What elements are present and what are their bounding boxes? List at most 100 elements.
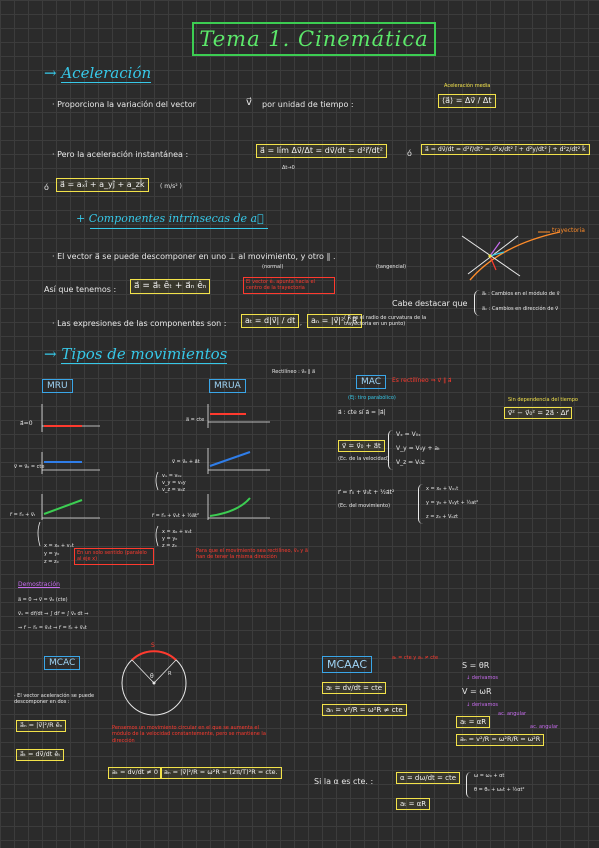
mac-example: (Ej: tiro parabólico) xyxy=(348,395,396,401)
mac-vel-sys-3: V_z = V₀z xyxy=(396,459,425,466)
mac-red-note: Es rectilíneo ⇒ v⃗ ∥ a⃗ xyxy=(392,377,452,384)
mcac-formula-2: aₙ = |v⃗|²/R = ω²R = (2π/T)²R = cte. xyxy=(160,767,282,779)
mrua-sys1-1: vₓ = v₀ₓ xyxy=(162,473,182,479)
note-rectilineo: Rectilíneo : v⃗₀ ∥ a⃗ xyxy=(272,369,316,375)
brace-mac-vel xyxy=(388,430,394,470)
mrua-red-note: Para que el movimiento sea rectilíneo, v… xyxy=(196,548,308,561)
mac-mov-sys-1: x = x₀ + V₀ₓt xyxy=(426,486,459,492)
mru-red-note: En un solo sentido (paralelo al eje x) xyxy=(74,548,154,565)
heading-intrinsecas: + Componentes intrínsecas de a⃗ xyxy=(76,212,264,225)
mac-mov-note: (Ec. del movimiento) xyxy=(338,503,391,509)
s-eq: S = θR xyxy=(462,661,490,670)
mrua-a: a⃗ = cte xyxy=(186,417,205,423)
alpha-note: ac. angular xyxy=(498,711,527,717)
mcaac-at-eq: aₜ = αR xyxy=(456,716,491,729)
label-trayectoria: trayectoria xyxy=(552,227,585,234)
mru-sys-1: x = x₀ + vₓt xyxy=(44,543,74,549)
circle-r: R xyxy=(168,671,172,677)
label-mac: MAC xyxy=(356,375,387,389)
mac-mov-sys-2: y = y₀ + V₀yt + ½at² xyxy=(426,500,479,506)
demo-line-2: v⃗ₓ = dr⃗/dt ⇒ ∫ dr⃗ = ∫ v⃗₀ dt ⇒ xyxy=(18,611,89,617)
demo-line-1: a⃗ = 0 ⇒ v⃗ = v⃗₀ (cte) xyxy=(18,597,68,603)
mcac-red-note: Pensemos un movimiento circular en el qu… xyxy=(112,725,266,744)
underline-intrinsecas xyxy=(90,228,268,229)
mcac-an: a⃗ₙ = |v⃗|²/R êₙ xyxy=(16,720,67,732)
label-aceleracion-media: Aceleración media xyxy=(444,83,491,89)
label-demostracion: Demostración xyxy=(18,581,60,588)
page-title: Tema 1. Cinemática xyxy=(192,22,436,56)
bullet-descomponer: · El vector a⃗ se puede descomponer en u… xyxy=(52,252,336,261)
at-alpha-box: aₜ = αR xyxy=(396,798,431,811)
bullet-proporciona: · Proporciona la variación del vector xyxy=(52,100,196,109)
label-tangencial: (tangencial) xyxy=(376,264,407,270)
mcaac-an-box: aₙ = v²/R = ω²R ≠ cte xyxy=(322,704,407,717)
mac-vel-formula: v⃗ = v⃗₀ + a⃗t xyxy=(338,440,385,453)
note-radio: ( R es el radio de curvatura de la traye… xyxy=(344,315,427,327)
mru-sys-3: z = z₀ xyxy=(44,559,59,565)
mcaac-at-box: aₜ = dv/dt = cte xyxy=(322,682,387,695)
mrua-sys2-3: z = z₀ xyxy=(162,543,177,549)
formula-intrinsecas: a⃗ = a⃗ₜ êₜ + a⃗ₙ êₙ xyxy=(130,279,211,294)
lim-subscript: Δt→0 xyxy=(282,165,295,171)
bullet-instantanea: · Pero la aceleración instantánea : xyxy=(52,150,189,159)
at-description: a⃗ₜ : Cambios en el módulo de v⃗ xyxy=(482,291,560,297)
mac-vel-sys-2: V_y = V₀y + aₜ xyxy=(396,445,440,452)
heading-aceleracion: → Aceleración xyxy=(44,64,152,83)
an-description: a⃗ₙ : Cambios en dirección de v⃗ xyxy=(482,306,559,312)
units: ( m/s² ) xyxy=(160,183,182,190)
mrua-sys2-2: y = y₀ xyxy=(162,536,178,542)
label-mcac: MCAC xyxy=(44,656,81,670)
mac-line1: a⃗ : cte sí a⃗ = |a⃗| xyxy=(338,409,386,416)
si-alpha: Si la α es cte. : xyxy=(314,777,374,786)
label-normal: (normal) xyxy=(262,264,284,270)
circle-s: S xyxy=(151,642,155,649)
mcaac-an-eq: aₙ = v²/R = ω²R/R = ω²R xyxy=(456,734,545,746)
bullet-expresiones: · Las expresiones de las componentes son… xyxy=(52,319,227,328)
alpha-box: α = dω/dt = cte xyxy=(396,772,460,785)
brace-cabe xyxy=(474,290,481,316)
mac-vel-sys-1: Vₓ = V₀ₓ xyxy=(396,431,421,438)
cabe-destacar: Cabe destacar que xyxy=(392,299,468,308)
o-separator-1: ó xyxy=(407,149,412,158)
formula-sin-tiempo: v⃗² − v⃗₀² = 2a⃗ · Δr⃗ xyxy=(504,407,573,420)
formula-an: aₙ = |v⃗|² / R xyxy=(307,314,362,328)
label-sin-dependencia: Sin dependencia del tiempo xyxy=(508,397,578,403)
formula-componentes: a⃗ = dv⃗/dt = d²r⃗/dt² = d²x/dt² î + d²y… xyxy=(421,144,590,156)
label-mru: MRU xyxy=(42,379,73,393)
label-mcaac: MCAAC xyxy=(322,656,373,673)
mcac-bullet: · El vector aceleración se puede descomp… xyxy=(14,693,95,705)
mac-mov-formula: r⃗ = r⃗₀ + v⃗₀t + ½a⃗t² xyxy=(338,489,395,496)
mru-v: v⃗ = v⃗₀ = cte xyxy=(14,464,45,470)
mru-a: a⃗=0 xyxy=(20,420,33,427)
brace-mac-mov xyxy=(418,484,424,524)
mac-vel-note: (Ec. de la velocidad) xyxy=(338,456,389,462)
v-eq: V = ωR xyxy=(462,687,492,696)
angular-note: ac. angular xyxy=(530,724,559,730)
label-mrua: MRUA xyxy=(209,379,246,393)
mcac-formula-1: aₜ = dv/dt ≠ 0 xyxy=(108,767,163,779)
note-en: El vector êₙ apunta hacia el centro de l… xyxy=(243,277,335,294)
mrua-sys2-1: x = x₀ + v₀t xyxy=(162,529,192,535)
mru-sys-2: y = y₀ xyxy=(44,551,60,557)
mrua-v: v⃗ = v⃗₀ + a⃗t xyxy=(172,459,200,465)
mrua-sys1-2: v_y = v₀y xyxy=(162,480,186,486)
formula-cartesiana: a⃗ = aₓî + a_yĵ + a_zk̂ xyxy=(56,178,149,192)
mcaac-red-note: aₜ = cte y aₙ ≠ cte xyxy=(392,655,439,661)
brace-alpha xyxy=(466,772,472,798)
bullet-proporciona-end: por unidad de tiempo : xyxy=(262,100,354,109)
o-separator-2: ó xyxy=(44,183,49,192)
mrua-r: r⃗ = r⃗₀ + v⃗₀t + ½a⃗t² xyxy=(152,513,200,519)
heading-tipos: → Tipos de movimientos xyxy=(44,345,228,364)
asi-tenemos: Así que tenemos : xyxy=(44,285,117,294)
demo-line-3: ⇒ r⃗ − r⃗₀ = v⃗₀t ⇒ r⃗ = r⃗₀ + v⃗₀t xyxy=(18,625,87,631)
alpha-sys-2: θ = θ₀ + ω₀t + ½αt² xyxy=(474,787,525,793)
comma: , xyxy=(300,320,302,327)
mru-r: r⃗ = r⃗₀ + v⃗ₜ xyxy=(10,512,36,518)
mrua-sys1-3: v_z = v₀z xyxy=(162,487,186,493)
formula-aceleracion-media: ⟨a⃗⟩ = Δv⃗ / Δt xyxy=(438,94,496,108)
circle-theta: θ xyxy=(150,673,154,680)
